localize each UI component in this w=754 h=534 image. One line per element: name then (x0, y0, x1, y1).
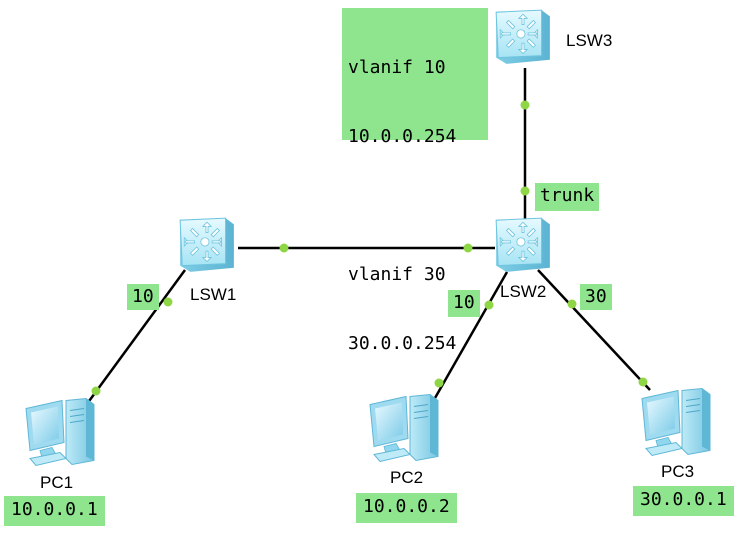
pc3-computer-icon[interactable] (641, 387, 711, 457)
trunk-label: trunk (535, 183, 600, 211)
vlanif30-name: vlanif 30 (348, 264, 446, 285)
port-dot (567, 299, 577, 309)
pc3-label: PC3 (661, 462, 695, 481)
link-lsw1-pc1 (82, 269, 187, 409)
link-lsw2-pc2 (433, 271, 509, 399)
pc1-ip-label: 10.0.0.1 (4, 496, 105, 526)
pc1-computer-icon[interactable] (25, 397, 95, 467)
lsw1-switch-icon[interactable] (179, 217, 235, 273)
pc2-computer-icon[interactable] (369, 393, 439, 463)
port-dot (638, 377, 648, 387)
lsw2-switch-icon[interactable] (495, 217, 551, 273)
lsw1-port-vlan-label: 10 (127, 284, 159, 310)
pc3-ip-label: 30.0.0.1 (633, 486, 734, 516)
pc2-label: PC2 (390, 468, 424, 487)
port-dot (463, 243, 473, 253)
vlanif10-name: vlanif 10 (348, 57, 446, 78)
port-dot (484, 300, 494, 310)
lsw1-label: LSW1 (190, 285, 237, 304)
lsw3-switch-icon[interactable] (495, 9, 551, 65)
port-dot (520, 186, 530, 196)
pc1-label: PC1 (40, 473, 74, 492)
link-lsw2-pc3 (537, 269, 651, 391)
lsw2-pc2-vlan-label: 10 (448, 290, 480, 317)
vlanif30-ip: 30.0.0.254 (348, 333, 457, 354)
port-dot (163, 297, 173, 307)
pc2-ip-label: 10.0.0.2 (356, 493, 457, 523)
lsw3-label: LSW3 (566, 31, 613, 50)
port-dot (91, 386, 101, 396)
lsw3-vlanif-box: vlanif 10 10.0.0.254 vlanif 30 30.0.0.25… (342, 8, 488, 354)
lsw2-pc3-vlan-label: 30 (580, 284, 612, 310)
port-dot (520, 100, 530, 110)
vlanif10-ip: 10.0.0.254 (348, 126, 457, 147)
port-dot (279, 243, 289, 253)
lsw2-label: LSW2 (500, 282, 547, 301)
port-dot (434, 378, 444, 388)
port-dots (91, 100, 648, 396)
